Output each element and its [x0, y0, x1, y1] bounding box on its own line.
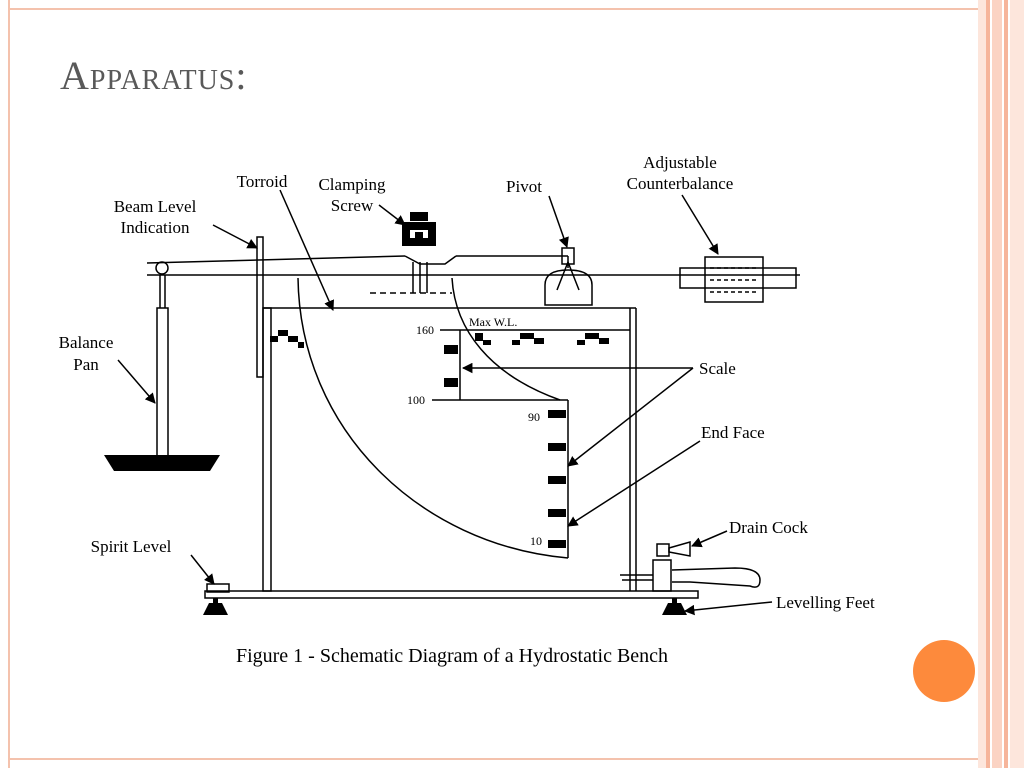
- label-screw: Screw: [331, 196, 374, 215]
- label-indication: Indication: [121, 218, 190, 237]
- scale-160: 160: [416, 323, 434, 337]
- torroid-inner-arc: [451, 277, 561, 401]
- scale-90: 90: [528, 410, 540, 424]
- arrow-levelling-feet: [683, 601, 773, 616]
- label-torroid: Torroid: [237, 172, 288, 191]
- beam-level-indicator: [256, 236, 264, 378]
- arrow-scale-bottom: [567, 367, 694, 467]
- scale-mark: [548, 540, 566, 548]
- figure-caption: Figure 1 - Schematic Diagram of a Hydros…: [236, 645, 668, 667]
- scale-mark: [444, 378, 458, 387]
- decorative-stripes: [978, 0, 1024, 768]
- arrow-beam-level: [212, 224, 258, 249]
- label-scale: Scale: [699, 359, 736, 378]
- tank-left-wall: [262, 307, 272, 592]
- accent-circle: [913, 640, 975, 702]
- scale-10: 10: [530, 534, 542, 548]
- label-levelling-feet: Levelling Feet: [776, 593, 875, 612]
- clamping-screw-head: [410, 212, 428, 221]
- label-adjustable: Adjustable: [643, 153, 717, 172]
- arrow-drain-cock: [691, 530, 728, 548]
- scale-mark: [548, 509, 566, 517]
- slide-frame-top: [8, 8, 980, 10]
- beam-top-left: [146, 255, 406, 264]
- levelling-foot-right: [662, 603, 687, 615]
- bench-base: [204, 590, 699, 599]
- beam-end-pivot: [155, 261, 169, 275]
- beam-clamp-notch: [404, 255, 457, 265]
- arrow-clamping-screw: [378, 204, 406, 226]
- pivot-knife: [561, 247, 575, 265]
- slide-title: Apparatus:: [60, 53, 248, 98]
- arrow-counterbalance: [681, 194, 719, 255]
- spirit-level-box: [206, 583, 230, 593]
- arrow-torroid: [279, 189, 334, 311]
- label-counterbalance: Counterbalance: [627, 174, 734, 193]
- scale-mark: [444, 345, 458, 354]
- drain-pipe: [671, 567, 761, 588]
- balance-pan-rod: [156, 307, 169, 457]
- arrow-pivot: [548, 195, 569, 248]
- scale-mark: [548, 443, 566, 451]
- label-spirit-level: Spirit Level: [91, 537, 172, 556]
- balance-pan: [104, 455, 220, 471]
- scale-mark: [548, 476, 566, 484]
- counterbalance-block: [704, 256, 764, 303]
- slide-frame-bottom: [8, 758, 980, 760]
- label-drain-cock: Drain Cock: [729, 518, 808, 537]
- counterbalance-rod: [679, 267, 797, 289]
- levelling-foot-left: [203, 603, 228, 615]
- label-beam-level: Beam Level: [114, 197, 197, 216]
- label-clamping: Clamping: [318, 175, 386, 194]
- label-end-face: End Face: [701, 423, 765, 442]
- label-balance: Balance: [59, 333, 114, 352]
- arrow-balance-pan: [117, 359, 156, 404]
- slide-frame-left: [8, 0, 10, 768]
- arrow-end-face: [567, 440, 701, 527]
- scale-100: 100: [407, 393, 425, 407]
- arrow-spirit-level: [190, 554, 215, 585]
- torroid-outer-arc: [297, 277, 569, 559]
- label-pan: Pan: [73, 355, 99, 374]
- pivot-support: [544, 269, 593, 306]
- scale-mark: [548, 410, 566, 418]
- label-max-wl: Max W.L.: [469, 315, 517, 329]
- label-pivot: Pivot: [506, 177, 542, 196]
